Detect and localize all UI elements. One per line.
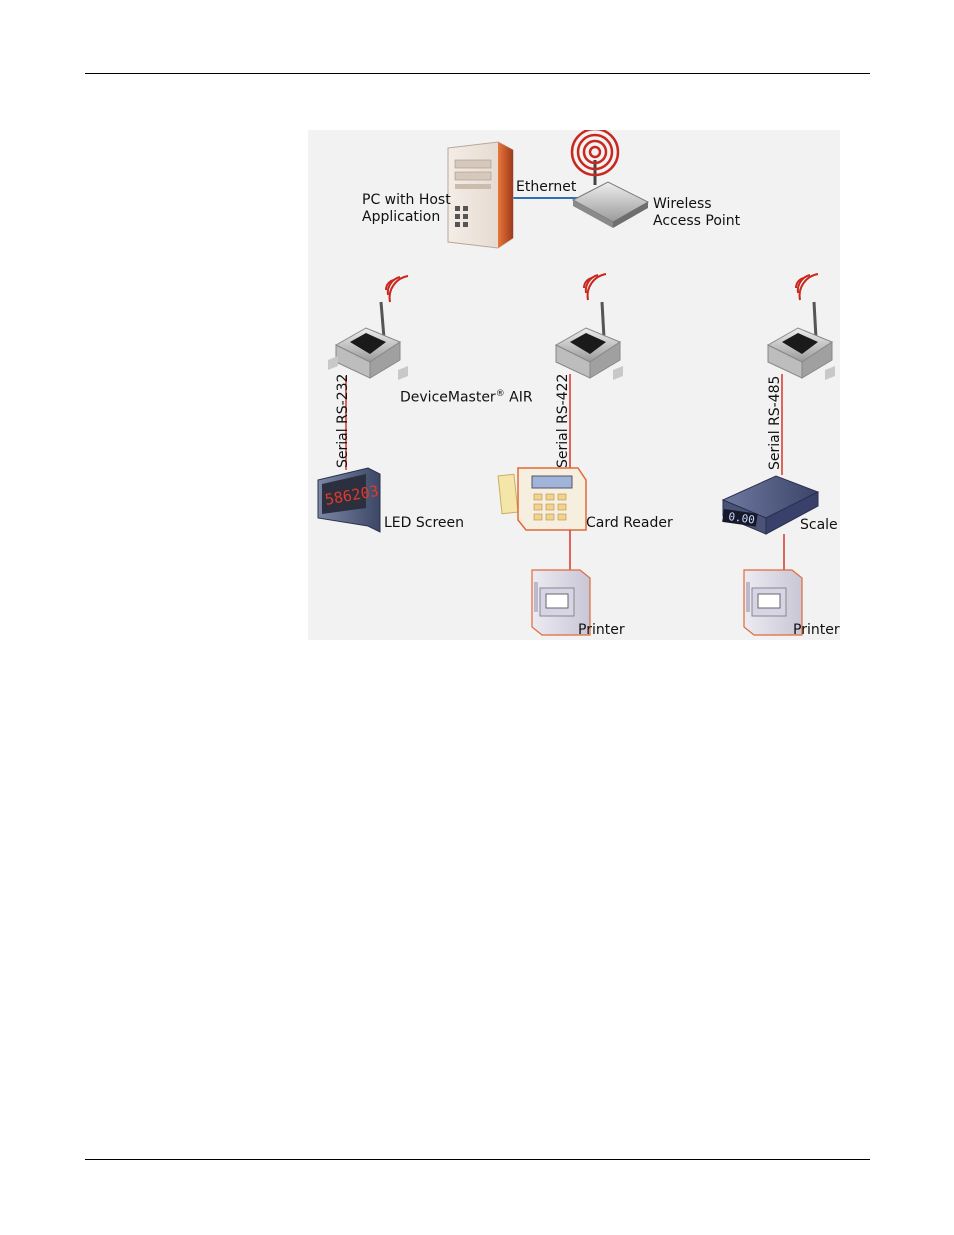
devicemaster-air-3-icon xyxy=(768,274,835,380)
wireless-access-point-label: Wireless Access Point xyxy=(653,196,740,230)
pc-tower-icon xyxy=(448,142,513,248)
scale-display-readout: 0.00 xyxy=(728,510,756,527)
wap-label-line2: Access Point xyxy=(653,213,740,230)
pc-label-line1: PC with Host xyxy=(362,192,451,209)
serial-rs485-label: Serial RS-485 xyxy=(767,376,783,470)
scale-label: Scale xyxy=(800,517,838,534)
card-reader-label: Card Reader xyxy=(586,515,673,532)
led-screen-label: LED Screen xyxy=(384,515,464,532)
wap-label-line1: Wireless xyxy=(653,196,740,213)
devicemaster-air-1-icon xyxy=(328,276,408,380)
pc-label-line2: Application xyxy=(362,209,451,226)
serial-rs422-label: Serial RS-422 xyxy=(555,374,571,468)
devicemaster-air-label: DeviceMaster® AIR xyxy=(400,386,533,407)
wireless-access-point-icon xyxy=(572,130,648,228)
pc-label: PC with Host Application xyxy=(362,192,451,226)
devicemaster-air-2-icon xyxy=(556,274,623,380)
network-diagram: 586203 xyxy=(308,130,840,640)
serial-rs232-label: Serial RS-232 xyxy=(335,374,351,468)
header-rule xyxy=(85,73,870,74)
card-reader-icon xyxy=(498,468,586,530)
printer-2-label: Printer xyxy=(793,622,840,639)
led-screen-icon: 586203 xyxy=(318,468,380,532)
footer-rule xyxy=(85,1159,870,1160)
ethernet-label: Ethernet xyxy=(516,179,576,196)
printer-1-label: Printer xyxy=(578,622,625,639)
